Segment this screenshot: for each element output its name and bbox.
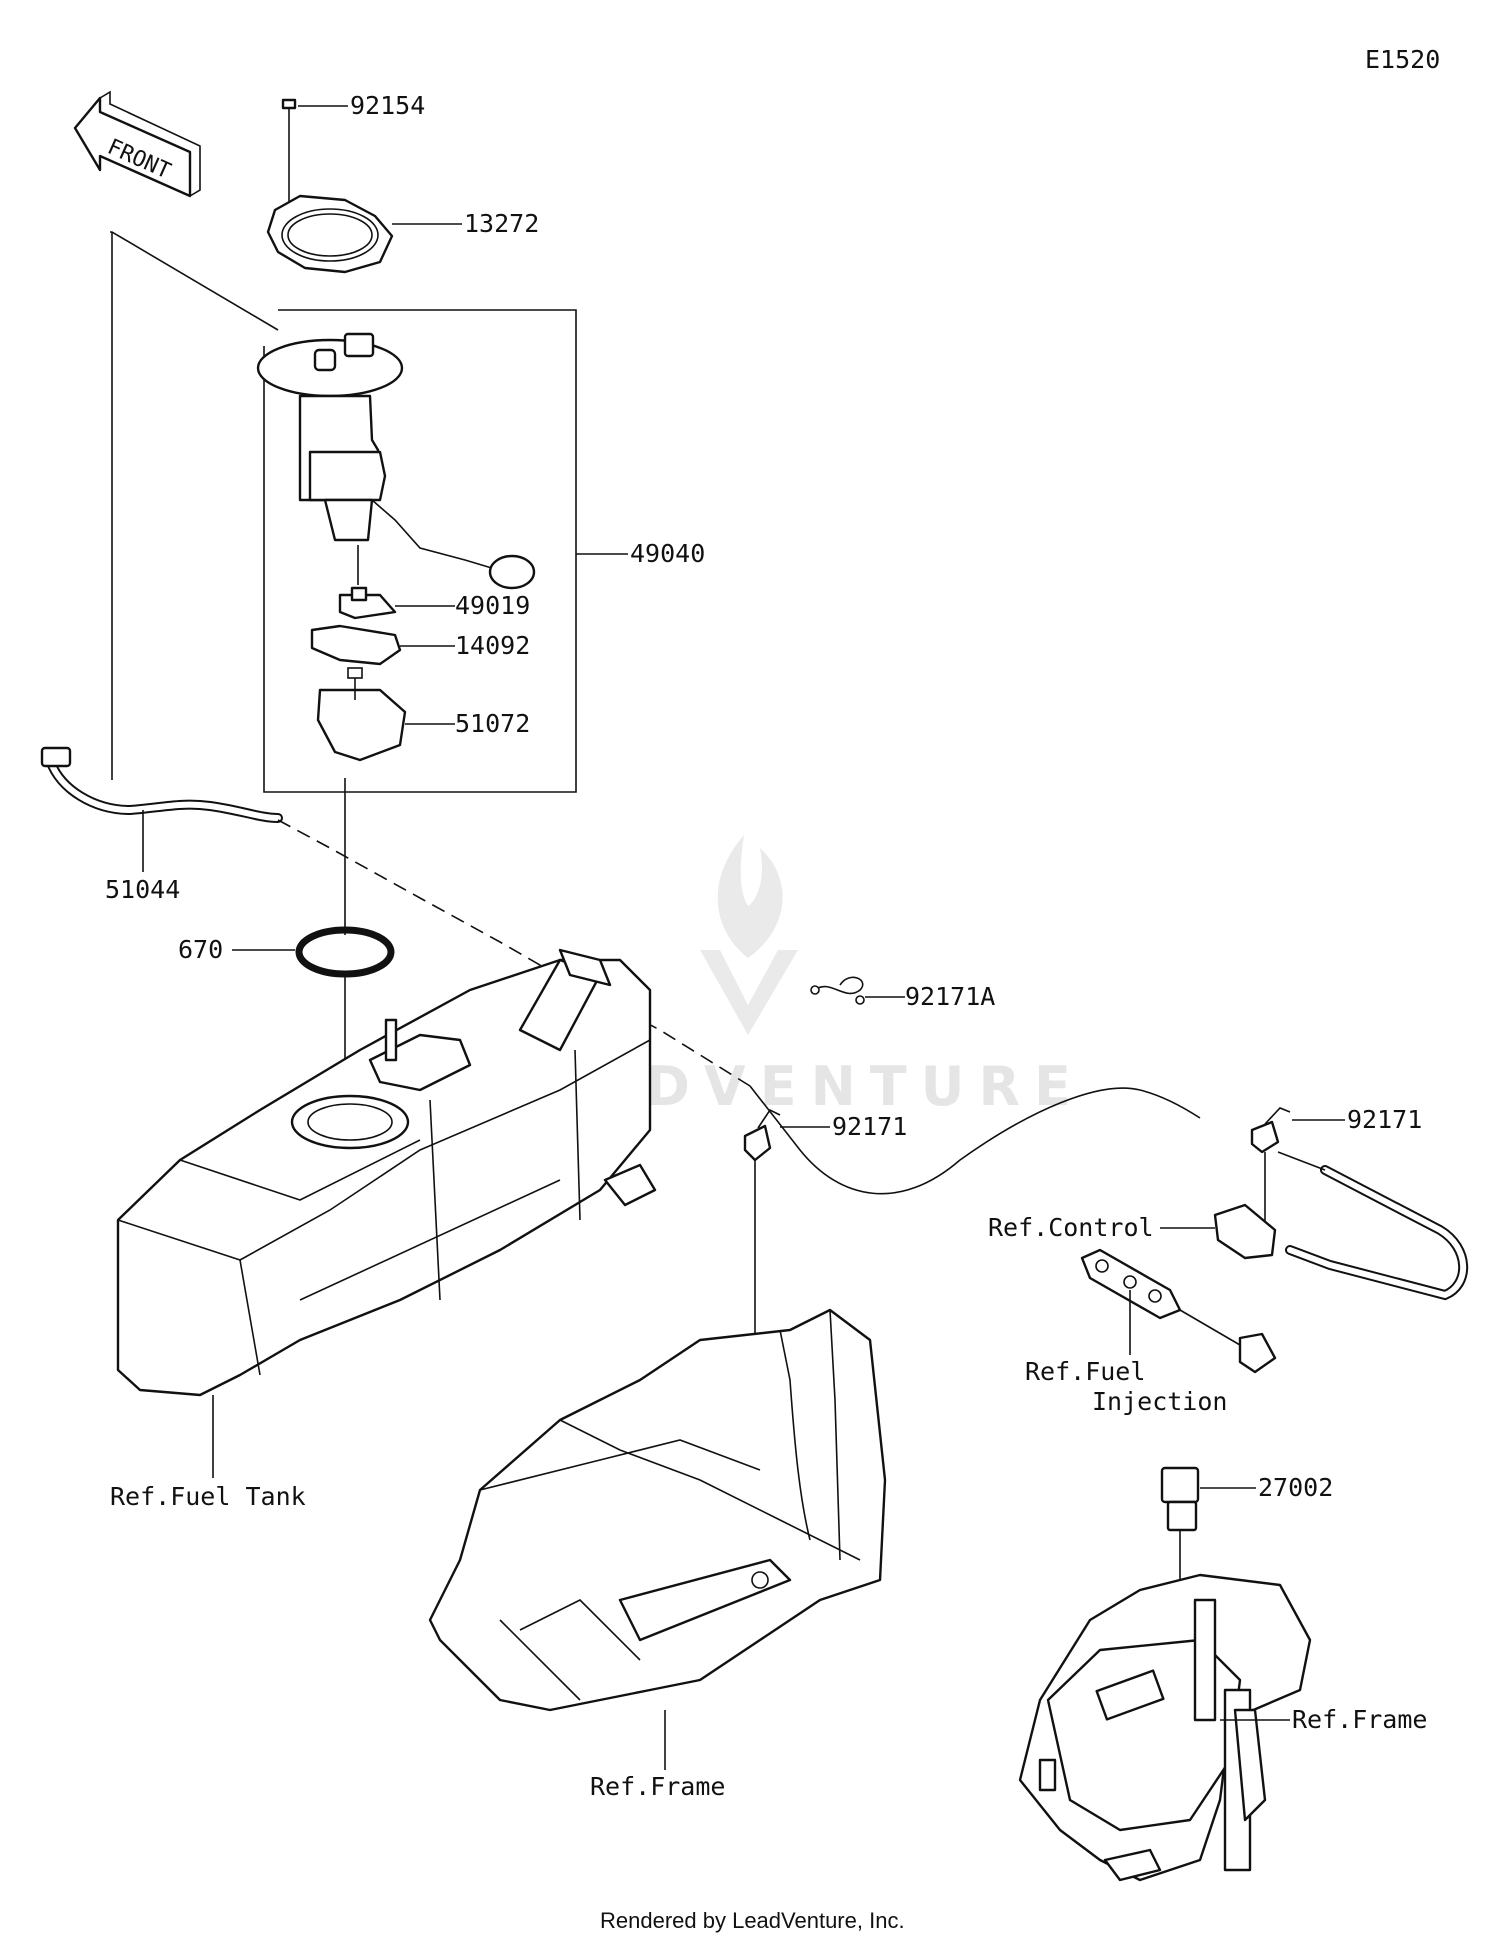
- gasket-13272-icon: [266, 194, 394, 274]
- cover-51072-icon: [316, 667, 407, 762]
- front-arrow-icon: FRONT: [73, 90, 201, 198]
- callout-51072: 51072: [455, 709, 530, 738]
- diagram-code: E1520: [1365, 45, 1440, 74]
- callout-ref-fuel-injection-1: Ref.Fuel: [1025, 1357, 1145, 1386]
- callout-27002: 27002: [1258, 1473, 1333, 1502]
- callout-ref-fuel-injection-2: Injection: [1092, 1387, 1227, 1416]
- frame-right-icon: [1018, 1573, 1312, 1882]
- fuel-pump-assembly-icon: [256, 332, 536, 590]
- callout-14092: 14092: [455, 631, 530, 660]
- fuel-line-icon: [1277, 1151, 1469, 1301]
- callout-ref-fuel-tank: Ref.Fuel Tank: [110, 1482, 306, 1511]
- callout-ref-control: Ref.Control: [988, 1213, 1154, 1242]
- clip-92171-mid-icon: [743, 1108, 781, 1162]
- callout-ref-frame-right: Ref.Frame: [1292, 1705, 1427, 1734]
- callout-670: 670: [178, 935, 223, 964]
- oring-670-icon: [295, 926, 395, 978]
- callout-49019: 49019: [455, 591, 530, 620]
- callout-13272: 13272: [464, 209, 539, 238]
- callout-49040: 49040: [630, 539, 705, 568]
- clip-92171-right-icon: [1250, 1107, 1291, 1154]
- filter-49019-icon: [338, 586, 397, 620]
- fuel-injection-rail-icon: [1080, 1248, 1277, 1374]
- hose-51044-icon: [40, 746, 283, 823]
- assembly-box: [263, 309, 577, 793]
- callout-92171a: 92171A: [905, 982, 995, 1011]
- control-bracket-icon: [1213, 1203, 1277, 1260]
- frame-center-icon: [428, 1308, 887, 1712]
- callout-92171-right: 92171: [1347, 1105, 1422, 1134]
- callout-92171-mid: 92171: [832, 1112, 907, 1141]
- callout-ref-frame-center: Ref.Frame: [590, 1772, 725, 1801]
- callout-51044: 51044: [105, 875, 180, 904]
- clip-92171a-icon: [810, 976, 865, 1005]
- screw-92154-icon: [281, 98, 297, 205]
- footer-credit: Rendered by LeadVenture, Inc.: [600, 1908, 905, 1933]
- fuel-tank-icon: [116, 948, 657, 1397]
- holder-14092-icon: [310, 624, 402, 666]
- callout-92154: 92154: [350, 91, 425, 120]
- relay-27002-icon: [1160, 1466, 1200, 1532]
